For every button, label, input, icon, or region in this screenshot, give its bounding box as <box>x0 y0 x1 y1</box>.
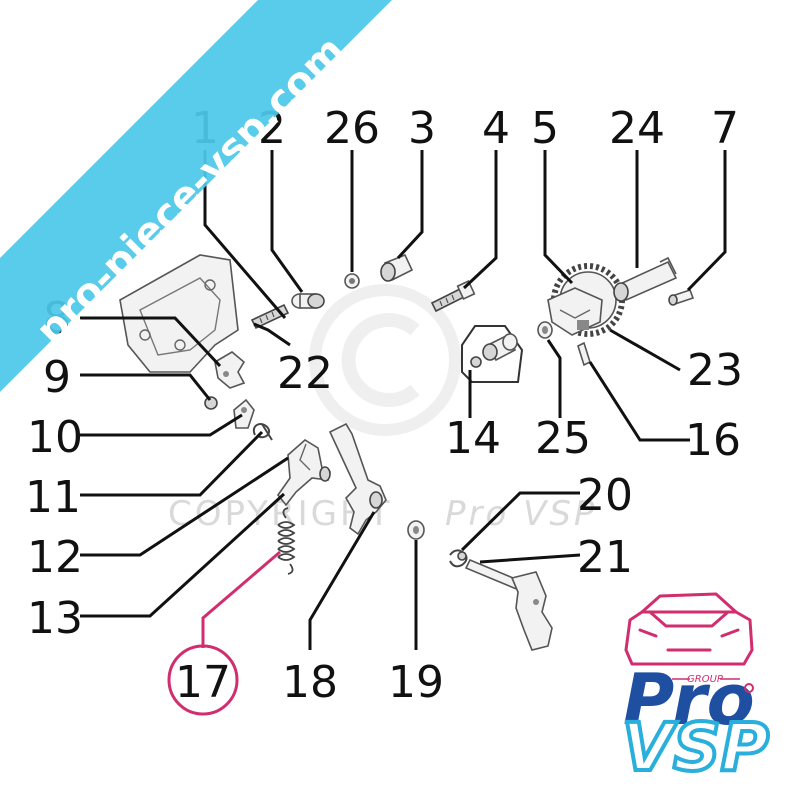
part-11-spring-clip <box>252 423 273 441</box>
leader-lines <box>80 150 727 650</box>
part-2-bushing <box>291 293 325 309</box>
callout-9: 9 <box>43 352 71 403</box>
part-16-roll-pin <box>577 341 591 367</box>
part-17-spring <box>277 507 296 575</box>
car-outline-icon <box>624 592 754 666</box>
callout-17: 17 <box>175 657 231 708</box>
part-21-shaft-lever <box>464 558 553 651</box>
part-19-washer <box>407 520 425 540</box>
callout-21: 21 <box>577 532 633 583</box>
callout-numbers: 1 2 26 3 4 5 24 7 8 22 9 23 10 14 25 16 … <box>25 103 743 708</box>
housing-cover-part <box>119 254 239 373</box>
logo-pro-text: Pro <box>623 659 755 741</box>
logo-group-text: GROUP <box>687 674 724 685</box>
part-26-nut <box>344 273 360 289</box>
callout-24: 24 <box>609 103 665 154</box>
callout-12: 12 <box>27 532 83 583</box>
callout-23: 23 <box>687 345 743 396</box>
callout-26: 26 <box>324 103 380 154</box>
part-5-gear-assembly <box>547 263 625 337</box>
callout-25: 25 <box>535 413 591 464</box>
callout-4: 4 <box>482 103 510 154</box>
logo-vsp-text: VSP <box>622 709 769 786</box>
copyright-watermark-symbol <box>309 284 461 436</box>
part-14-boxed-bushing <box>461 325 524 383</box>
part-4-bolt <box>430 280 476 313</box>
part-13-selector-lever <box>276 439 331 507</box>
part-10-plate <box>233 398 255 429</box>
callout-7: 7 <box>711 103 739 154</box>
callout-13: 13 <box>27 593 83 644</box>
part-24-pin <box>613 256 678 302</box>
callout-20: 20 <box>577 470 633 521</box>
callout-22: 22 <box>277 348 333 399</box>
pro-vsp-logo: GROUP Pro VSP <box>620 592 771 788</box>
callout-18: 18 <box>282 657 338 708</box>
part-8-lever <box>214 351 246 389</box>
highlight-circle-17 <box>167 644 239 716</box>
callout-16: 16 <box>685 415 741 466</box>
part-20-spring <box>449 549 468 568</box>
part-25-washer <box>537 321 553 339</box>
part-3-sleeve <box>380 253 414 282</box>
highlight-leader-17 <box>201 550 281 648</box>
part-9-nut <box>204 396 218 410</box>
callout-14: 14 <box>445 413 501 464</box>
callout-5: 5 <box>531 103 559 154</box>
part-7-small-pin <box>668 288 695 306</box>
callout-19: 19 <box>388 657 444 708</box>
callout-10: 10 <box>27 412 83 463</box>
callout-11: 11 <box>25 472 81 523</box>
callout-3: 3 <box>408 103 436 154</box>
copyright-watermark-brand: Pro VSP <box>445 494 597 534</box>
